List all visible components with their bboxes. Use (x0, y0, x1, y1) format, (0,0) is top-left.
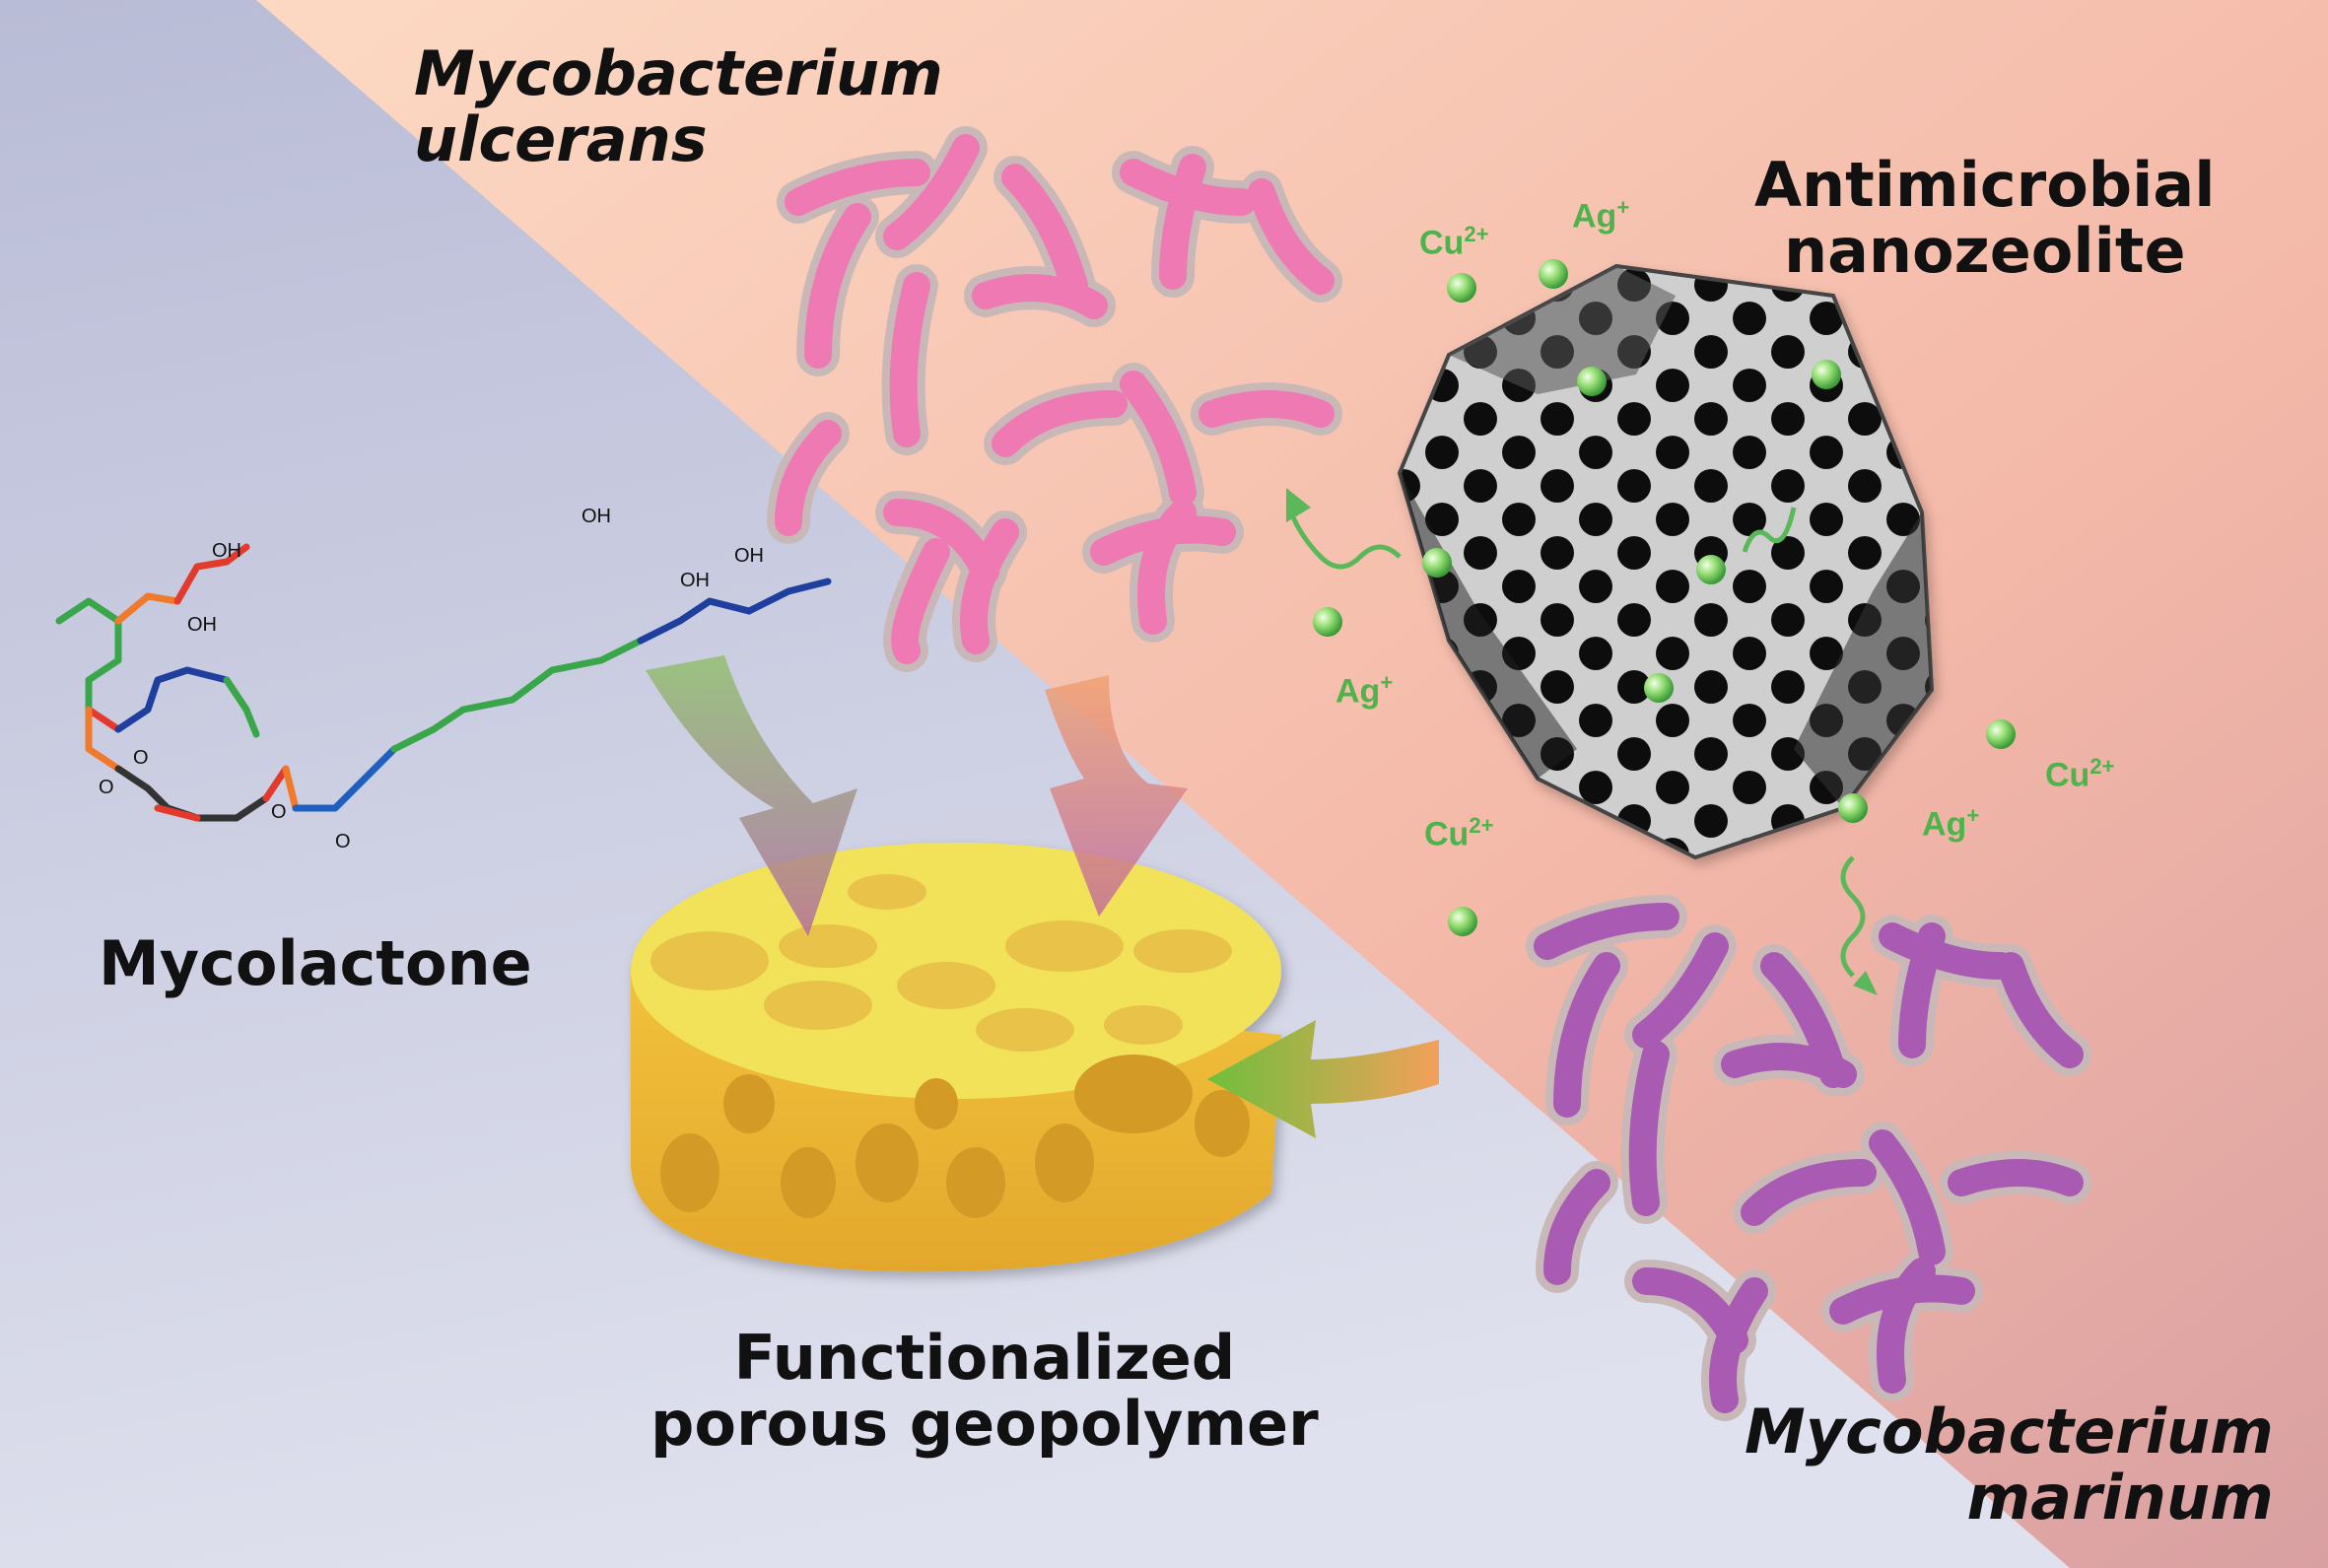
label-line: Mycobacterium (414, 37, 943, 109)
atom-label: OH (734, 545, 764, 567)
squiggle-arrow-left (1288, 511, 1402, 570)
ion-base: Ag (1922, 805, 1967, 844)
ion-label-ag: Ag+ (1335, 670, 1393, 711)
arrow-to-geopolymer-right (1045, 675, 1188, 917)
ion-sphere (1422, 548, 1452, 578)
atom-label: OH (582, 506, 611, 527)
ion-sphere (1447, 273, 1476, 303)
ion-base: Cu (2045, 756, 2090, 794)
ion-sphere (1838, 793, 1868, 823)
ion-sphere (1812, 360, 1841, 389)
ion-sphere (1696, 555, 1726, 584)
nanozeolite-framework (1397, 263, 1935, 860)
atom-label: O (133, 747, 149, 769)
label-line: Functionalized (733, 1322, 1236, 1394)
ion-charge: + (1380, 670, 1394, 695)
squiggle-arrow-right (1742, 507, 1797, 553)
ion-base: Cu (1419, 224, 1465, 262)
atom-label: OH (212, 540, 241, 562)
label-mycobacterium-ulcerans: Mycobacterium ulcerans (414, 37, 943, 175)
label-line: Mycobacterium (1745, 1396, 2274, 1467)
ion-sphere (1313, 607, 1342, 637)
label-mycolactone: Mycolactone (99, 927, 532, 999)
ion-label-cu: Cu2+ (1419, 222, 1488, 262)
ion-sphere (1577, 367, 1607, 396)
atom-label: O (99, 777, 114, 798)
ion-base: Ag (1335, 672, 1381, 711)
label-mycobacterium-marinum: Mycobacterium marinum (1745, 1396, 2274, 1534)
ion-label-ag: Ag+ (1572, 195, 1629, 236)
label-line: marinum (1966, 1461, 2274, 1534)
porous-geopolymer (631, 843, 1281, 1272)
label-line: ulcerans (414, 102, 708, 175)
label-line: nanozeolite (1783, 214, 2186, 287)
ion-charge: 2+ (1464, 222, 1489, 246)
label-line: Antimicrobial (1754, 149, 2216, 221)
mycolactone-structure (55, 543, 832, 822)
squiggle-arrow-down (1840, 855, 1866, 978)
bacteria-marinum (1526, 895, 2091, 1421)
ion-sphere (1539, 259, 1568, 289)
ion-sphere (1448, 907, 1477, 936)
molecule-atom-labels: OH OH OH OH OH O O O O (99, 506, 764, 852)
arrow-to-geopolymer-side (1207, 1020, 1439, 1138)
ion-label-ag: Ag+ (1922, 803, 1979, 844)
ion-release-arrows (1286, 488, 1878, 995)
label-antimicrobial-nanozeolite: Antimicrobial nanozeolite (1754, 149, 2216, 287)
bacteria-ulcerans (767, 126, 1342, 672)
arrow-to-geopolymer-left (646, 655, 857, 936)
ion-charge: 2+ (1469, 813, 1494, 838)
ion-spheres (1313, 259, 2016, 936)
ion-charge: + (1616, 195, 1630, 220)
atom-label: O (335, 831, 351, 852)
label-line: porous geopolymer (650, 1387, 1319, 1460)
atom-label: OH (680, 570, 710, 591)
atom-label: OH (187, 614, 217, 636)
ion-base: Cu (1424, 815, 1470, 853)
ion-sphere (1986, 719, 2016, 749)
ion-label-cu: Cu2+ (2045, 754, 2114, 794)
ion-sphere (1644, 673, 1674, 703)
ion-charge: + (1966, 803, 1980, 828)
ion-charge: 2+ (2089, 754, 2115, 779)
ion-base: Ag (1572, 197, 1617, 236)
label-functionalized-geopolymer: Functionalized porous geopolymer (650, 1322, 1319, 1460)
atom-label: O (271, 801, 287, 823)
ion-label-cu: Cu2+ (1424, 813, 1493, 853)
